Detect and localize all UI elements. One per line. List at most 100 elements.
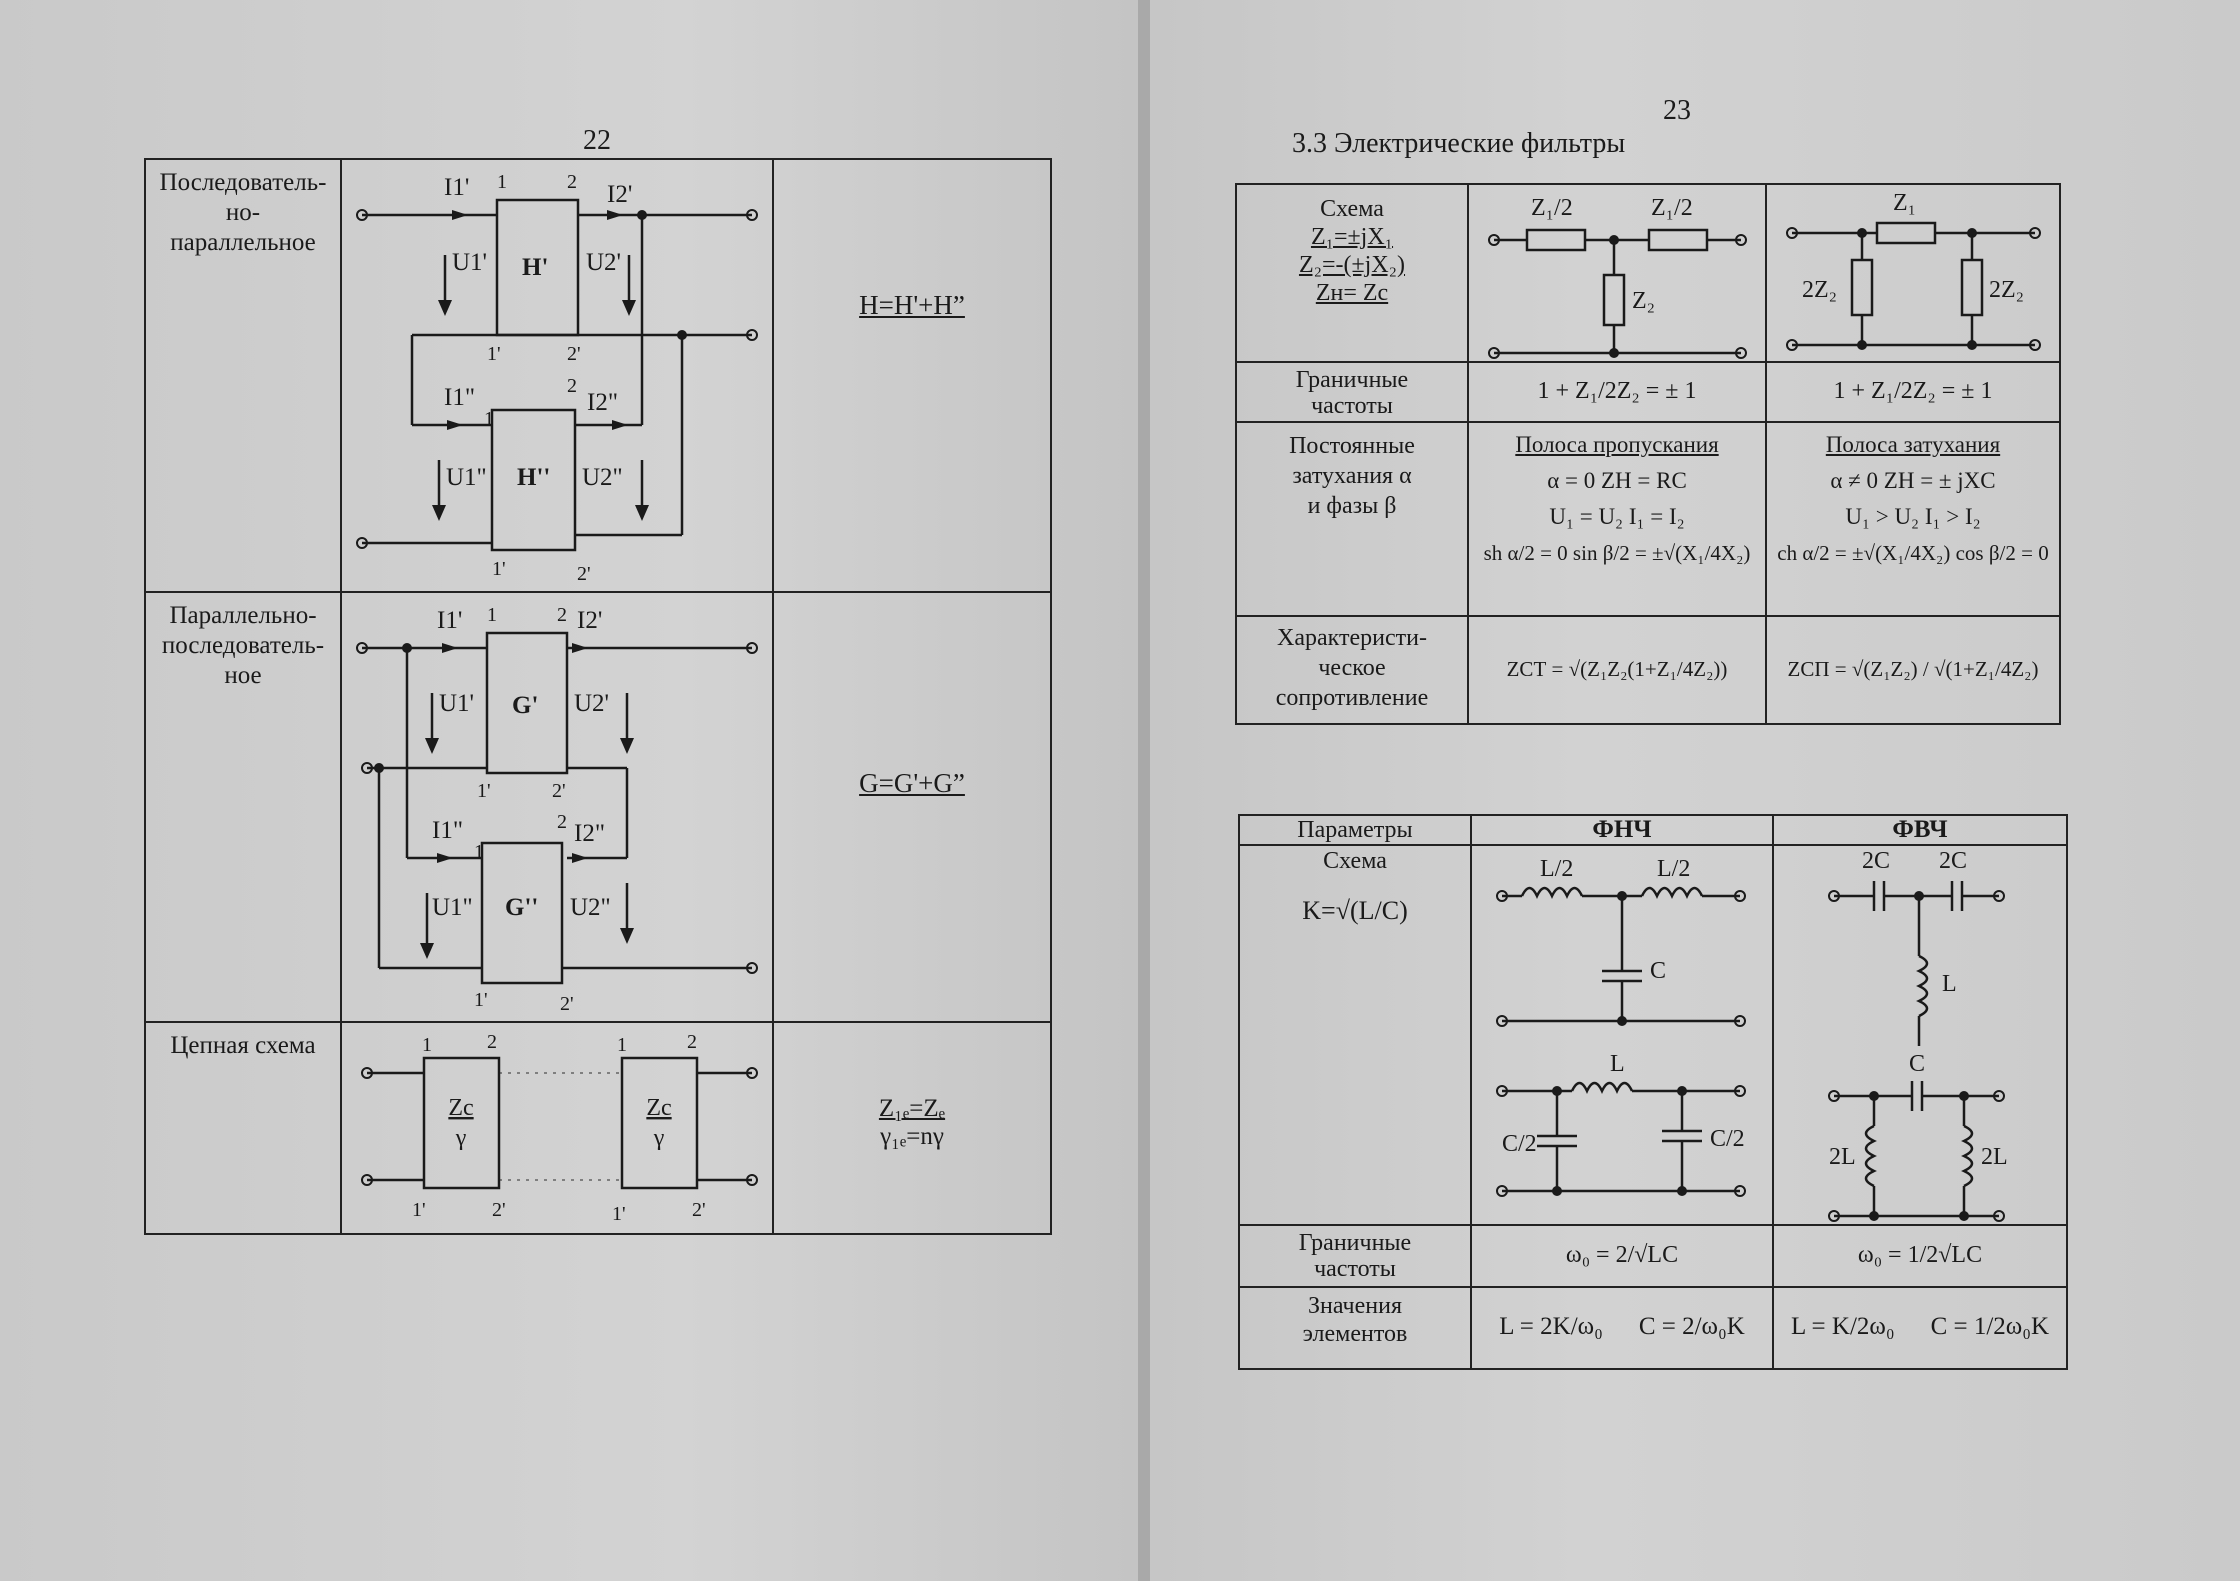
pi-section-svg: Z₁ 2Z₂ 2Z₂: [1786, 190, 2041, 351]
svg-text:C/2: C/2: [1502, 1131, 1537, 1157]
hpf-header: ФВЧ: [1772, 814, 2068, 846]
lc-filters-table: Параметры ФНЧ ФВЧ Схема K=√(L/C): [1238, 814, 2068, 1370]
lpf-cutoff: ω₀ = 2/√LC: [1470, 1224, 1774, 1288]
svg-text:Zc: Zc: [646, 1095, 671, 1121]
filters-table: Схема Z₁=±jX₁ Z₂=-(±jX₂) Zн= Zc: [1235, 183, 2061, 725]
svg-text:U2': U2': [574, 690, 609, 717]
svg-text:G': G': [512, 692, 538, 719]
svg-text:L/2: L/2: [1657, 856, 1690, 882]
svg-text:H'': H'': [517, 464, 550, 491]
svg-text:2C: 2C: [1862, 848, 1890, 874]
svg-text:2: 2: [687, 1031, 697, 1053]
svg-text:2': 2': [692, 1199, 706, 1221]
attenuation-label: Постоянные затухания α и фазы β: [1235, 421, 1469, 617]
svg-text:2: 2: [567, 375, 577, 397]
lpf-diagrams: L/2 L/2 C L C/2 C/2: [1470, 844, 1774, 1226]
hpf-svg: 2C 2C L C 2L 2L: [1828, 848, 2008, 1222]
element-values-label: Значения элементов: [1238, 1286, 1472, 1370]
book-gutter: [1138, 0, 1152, 1581]
parallel-series-svg: I1' I2' U1' U2' G' I1" I2" U1" U2" G'' 1…: [356, 604, 758, 1015]
k-formula: K=√(L/C): [1302, 896, 1408, 925]
svg-text:2': 2': [567, 343, 581, 365]
svg-text:Z₁/2: Z₁/2: [1651, 195, 1693, 221]
svg-text:γ: γ: [653, 1125, 665, 1151]
cascade-svg: Zc γ Zc γ 1 2 1 2 1' 2' 1' 2': [361, 1031, 758, 1225]
gamma-formula: γ₁ₑ=nγ: [880, 1123, 944, 1150]
svg-text:γ: γ: [455, 1125, 467, 1151]
zct-cell: ZСТ = √(Z₁Z₂(1+Z₁/4Z₂)): [1467, 615, 1767, 725]
svg-text:U1": U1": [432, 894, 473, 921]
char-impedance-label: Характеристи- ческое сопротивление: [1235, 615, 1469, 725]
svg-text:C: C: [1650, 958, 1666, 984]
svg-text:L: L: [1942, 971, 1957, 997]
svg-text:2': 2': [492, 1199, 506, 1221]
series-parallel-svg: I1' I2' U1' U2' H' I1" I2" U1" U2" H'' 1…: [356, 171, 758, 585]
svg-text:2Z₂: 2Z₂: [1989, 277, 2024, 303]
svg-text:I2": I2": [574, 820, 605, 847]
svg-text:U1': U1': [452, 249, 487, 276]
svg-text:Zc: Zc: [448, 1095, 473, 1121]
zcp-cell: ZСП = √(Z₁Z₂) / √(1+Z₁/4Z₂): [1765, 615, 2061, 725]
svg-text:1: 1: [474, 841, 484, 863]
svg-text:Z₁/2: Z₁/2: [1531, 195, 1573, 221]
svg-text:U2': U2': [586, 249, 621, 276]
svg-text:I2': I2': [607, 181, 632, 208]
section-title: 3.3 Электрические фильтры: [1292, 128, 1626, 159]
series-parallel-formula-cell: H=H'+H”: [772, 158, 1052, 593]
row-series-parallel-label: Последователь- но- параллельное: [144, 158, 342, 593]
svg-text:1': 1': [412, 1199, 426, 1221]
connection-table: Последователь- но- параллельное: [144, 158, 1052, 1235]
series-parallel-diagram: I1' I2' U1' U2' H' I1" I2" U1" U2" H'' 1…: [340, 158, 774, 593]
t-section-svg: Z₁/2 Z₁/2 Z₂: [1488, 195, 1747, 359]
hpf-cutoff: ω₀ = 1/2√LC: [1772, 1224, 2068, 1288]
svg-text:2L: 2L: [1981, 1144, 2008, 1170]
svg-text:L/2: L/2: [1540, 856, 1573, 882]
svg-text:I1': I1': [437, 607, 462, 634]
svg-text:I1": I1": [444, 384, 475, 411]
svg-text:2': 2': [577, 563, 591, 585]
svg-text:1': 1': [487, 343, 501, 365]
svg-text:C: C: [1909, 1051, 1925, 1077]
parallel-series-diagram: I1' I2' U1' U2' G' I1" I2" U1" U2" G'' 1…: [340, 591, 774, 1023]
svg-text:1: 1: [484, 408, 494, 430]
svg-text:2': 2': [560, 993, 574, 1015]
cutoff-label: Граничные частоты: [1238, 1224, 1472, 1288]
svg-text:I1': I1': [444, 174, 469, 201]
svg-text:2: 2: [557, 604, 567, 626]
h-formula: H=H'+H”: [859, 289, 965, 320]
svg-text:1': 1': [612, 1203, 626, 1225]
page-number-left: 22: [583, 125, 611, 156]
svg-text:2: 2: [567, 171, 577, 193]
svg-text:2: 2: [487, 1031, 497, 1053]
svg-text:Z₂: Z₂: [1632, 288, 1655, 314]
svg-text:2': 2': [552, 780, 566, 802]
zc-formula: Z₁ₑ=Zₑ: [878, 1095, 946, 1122]
row-cascade-label: Цепная схема: [144, 1021, 342, 1235]
svg-text:1: 1: [422, 1034, 432, 1056]
svg-text:2: 2: [557, 811, 567, 833]
stop-band-cell: Полоса затухания α ≠ 0 ZН = ± jXС U₁ > U…: [1765, 421, 2061, 617]
svg-text:H': H': [522, 254, 548, 281]
svg-text:2C: 2C: [1939, 848, 1967, 874]
lpf-header: ФНЧ: [1470, 814, 1774, 846]
svg-text:U1": U1": [446, 464, 487, 491]
svg-text:1: 1: [487, 604, 497, 626]
row-parallel-series-label: Параллельно- последователь- ное: [144, 591, 342, 1023]
svg-text:G'': G'': [505, 894, 538, 921]
svg-text:1: 1: [617, 1034, 627, 1056]
pass-band-cell: Полоса пропускания α = 0 ZН = RС U₁ = U₂…: [1467, 421, 1767, 617]
pi-boundary-formula: 1 + Z₁/2Z₂ = ± 1: [1765, 361, 2061, 423]
hpf-diagrams: 2C 2C L C 2L 2L: [1772, 844, 2068, 1226]
svg-text:1: 1: [497, 171, 507, 193]
cascade-formula-cell: Z₁ₑ=Zₑ γ₁ₑ=nγ: [772, 1021, 1052, 1235]
svg-text:L: L: [1610, 1051, 1625, 1077]
scheme-label-cell: Схема Z₁=±jX₁ Z₂=-(±jX₂) Zн= Zc: [1235, 183, 1469, 363]
svg-text:1': 1': [474, 989, 488, 1011]
t-section-diagram: Z₁/2 Z₁/2 Z₂: [1467, 183, 1767, 363]
pi-section-diagram: Z₁ 2Z₂ 2Z₂: [1765, 183, 2061, 363]
g-formula: G=G'+G”: [859, 767, 965, 798]
svg-text:1': 1': [492, 558, 506, 580]
scheme-k-cell: Схема K=√(L/C): [1238, 844, 1472, 1226]
